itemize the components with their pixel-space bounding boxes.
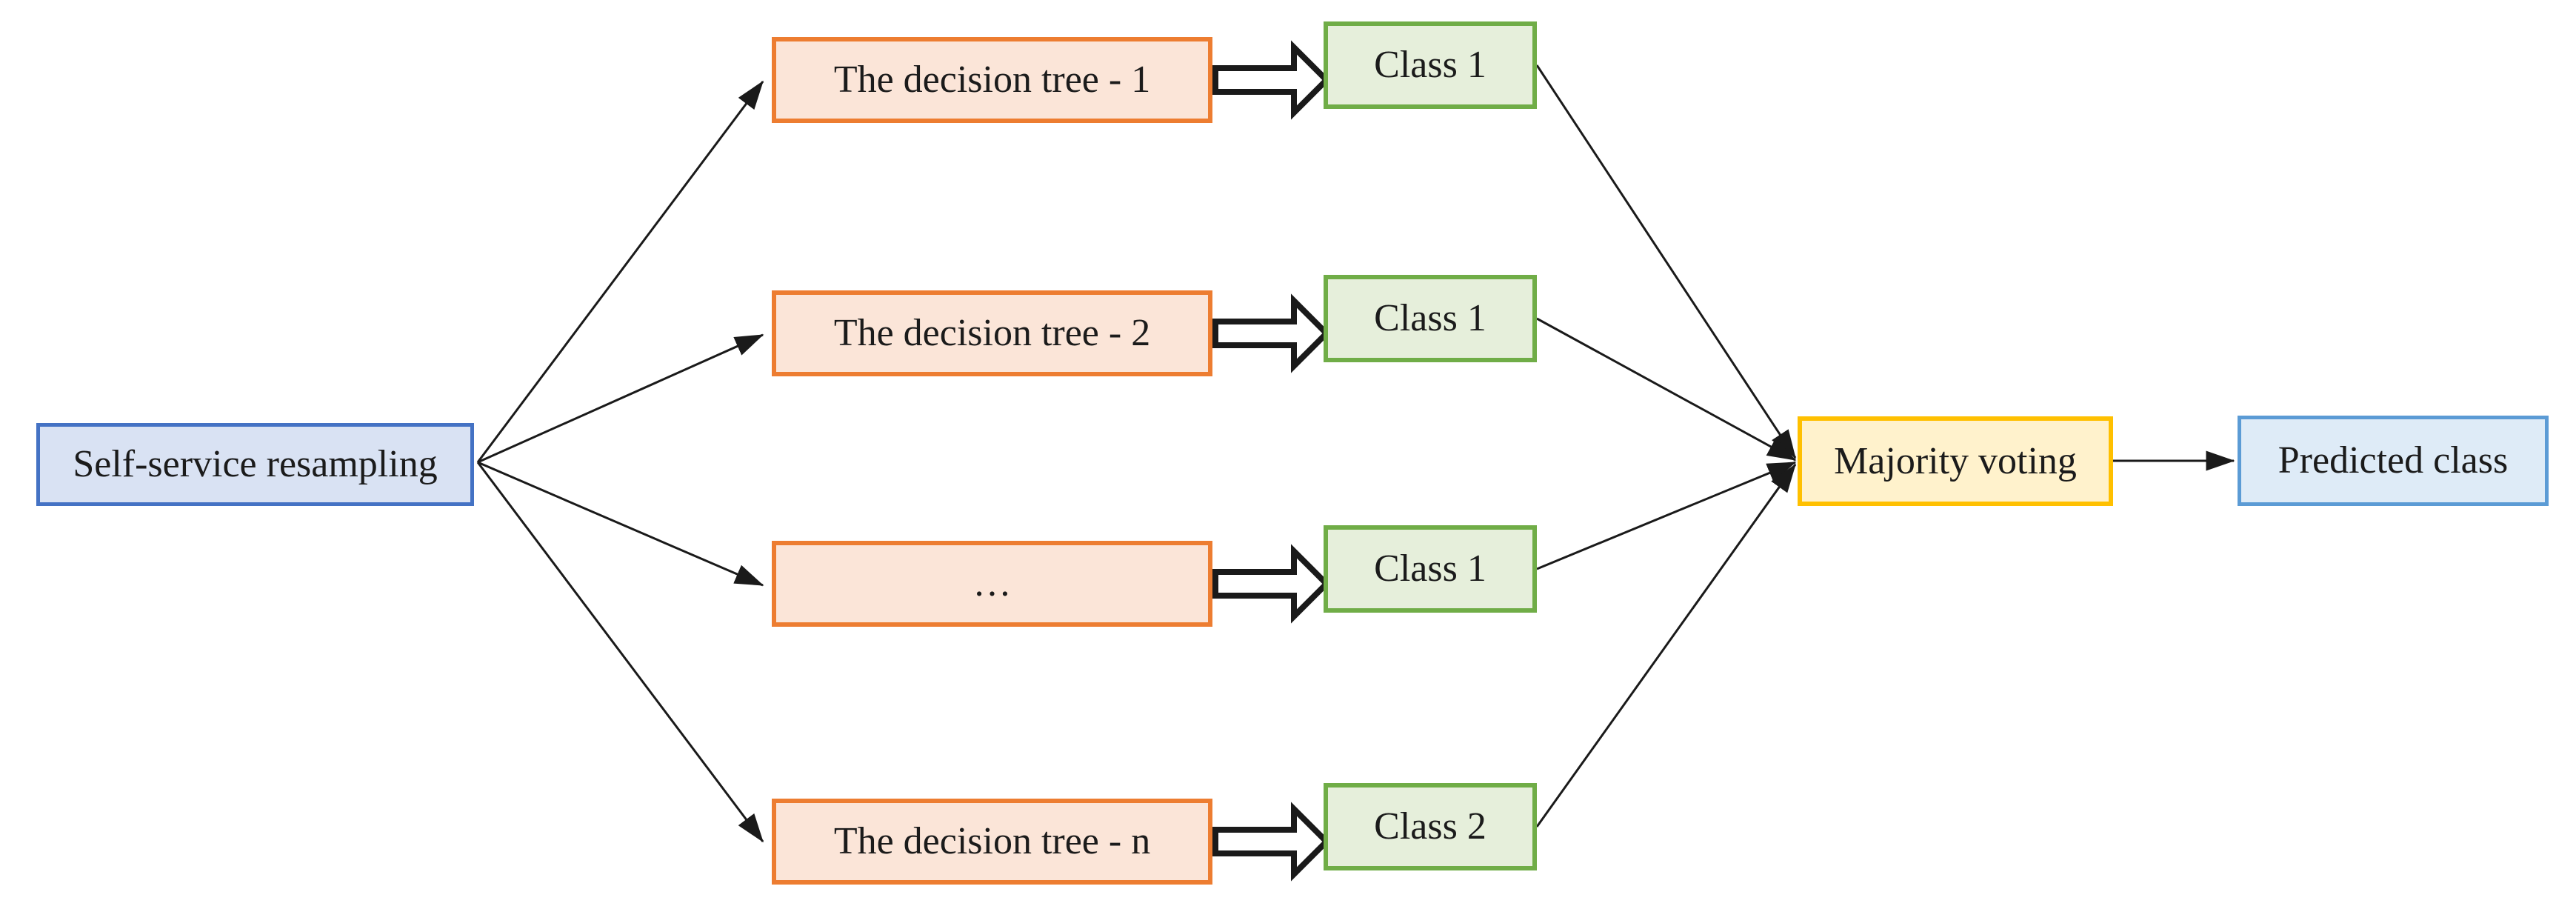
node-label: The decision tree - n	[833, 820, 1151, 862]
node-decision-tree-1: The decision tree - 1	[772, 37, 1212, 123]
connector-class3-voting	[1536, 461, 1797, 570]
fanout-connectors	[476, 80, 764, 843]
block-arrow-tree1-class1	[1212, 40, 1331, 120]
connector-resampling-tree3	[477, 461, 764, 587]
node-majority-voting: Majority voting	[1798, 416, 2113, 506]
node-class-result-1: Class 1	[1324, 21, 1537, 109]
node-self-service-resampling: Self-service resampling	[36, 423, 474, 506]
connector-resampling-tree2	[477, 333, 764, 464]
node-predicted-class: Predicted class	[2238, 416, 2549, 506]
node-label: Predicted class	[2278, 439, 2509, 482]
node-label: Majority voting	[1834, 439, 2077, 482]
connector-resampling-tree4	[476, 462, 764, 843]
node-label: The decision tree - 2	[833, 312, 1151, 354]
connector-class1-voting	[1535, 64, 1797, 459]
block-arrow-tree4-class4	[1212, 802, 1331, 882]
node-class-result-4: Class 2	[1324, 783, 1537, 870]
node-label: Class 2	[1374, 805, 1486, 848]
node-label: Class 1	[1374, 44, 1486, 86]
node-decision-tree-2: The decision tree - 2	[772, 290, 1212, 376]
node-label: …	[972, 562, 1012, 605]
node-decision-tree-n: The decision tree - n	[772, 799, 1212, 885]
connector-class4-voting	[1535, 463, 1797, 828]
connector-class2-voting	[1536, 317, 1797, 462]
fanin-connectors	[1535, 64, 1797, 828]
connector-resampling-tree1	[476, 80, 764, 463]
node-class-result-3: Class 1	[1324, 525, 1537, 613]
block-arrows	[1212, 40, 1331, 882]
node-class-result-2: Class 1	[1324, 275, 1537, 362]
node-label: The decision tree - 1	[833, 59, 1151, 101]
node-label: Class 1	[1374, 297, 1486, 339]
node-label: Self-service resampling	[73, 443, 438, 485]
block-arrow-tree3-class3	[1212, 544, 1331, 624]
block-arrow-tree2-class2	[1212, 293, 1331, 373]
node-label: Class 1	[1374, 547, 1486, 590]
node-decision-tree-ellipsis: …	[772, 541, 1212, 627]
